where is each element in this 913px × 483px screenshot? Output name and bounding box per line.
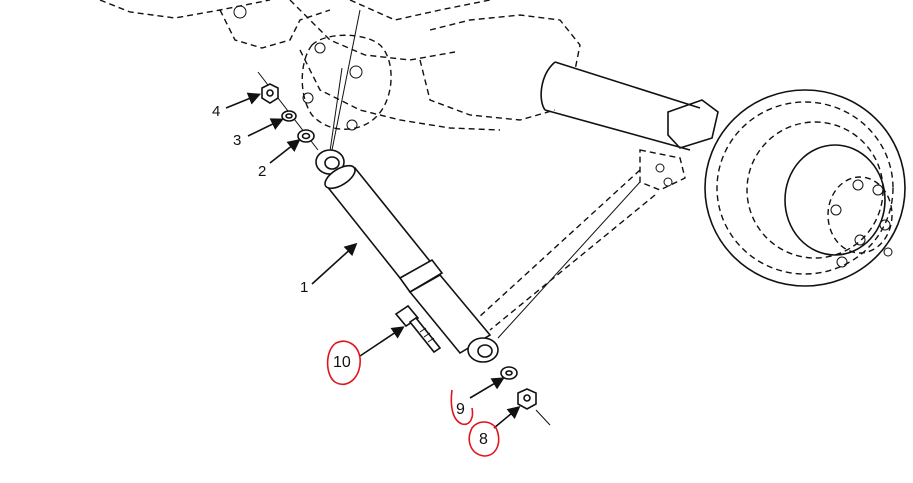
- callout-2: 2: [258, 163, 266, 180]
- red-annotation-marks: [326, 340, 500, 457]
- red-circle-8: [468, 421, 500, 457]
- callout-1: 1: [300, 279, 308, 296]
- mounting-link-lines: [327, 9, 656, 339]
- upper-mount-hardware: [257, 71, 319, 151]
- red-circle-10: [326, 340, 361, 385]
- leader-arrows: [225, 92, 521, 429]
- callout-labels: 1 2 3 4 8 9 10: [212, 103, 488, 448]
- callout-8: 8: [479, 431, 488, 448]
- lower-mount-hardware: [394, 304, 551, 426]
- red-mark-9: [450, 389, 474, 426]
- axle-housing: [99, 0, 719, 191]
- brake-drum: [704, 89, 906, 287]
- callout-9: 9: [456, 401, 465, 418]
- callout-10: 10: [333, 354, 351, 371]
- shock-absorber: [315, 149, 499, 363]
- callout-3: 3: [233, 132, 241, 149]
- callout-4: 4: [212, 103, 220, 120]
